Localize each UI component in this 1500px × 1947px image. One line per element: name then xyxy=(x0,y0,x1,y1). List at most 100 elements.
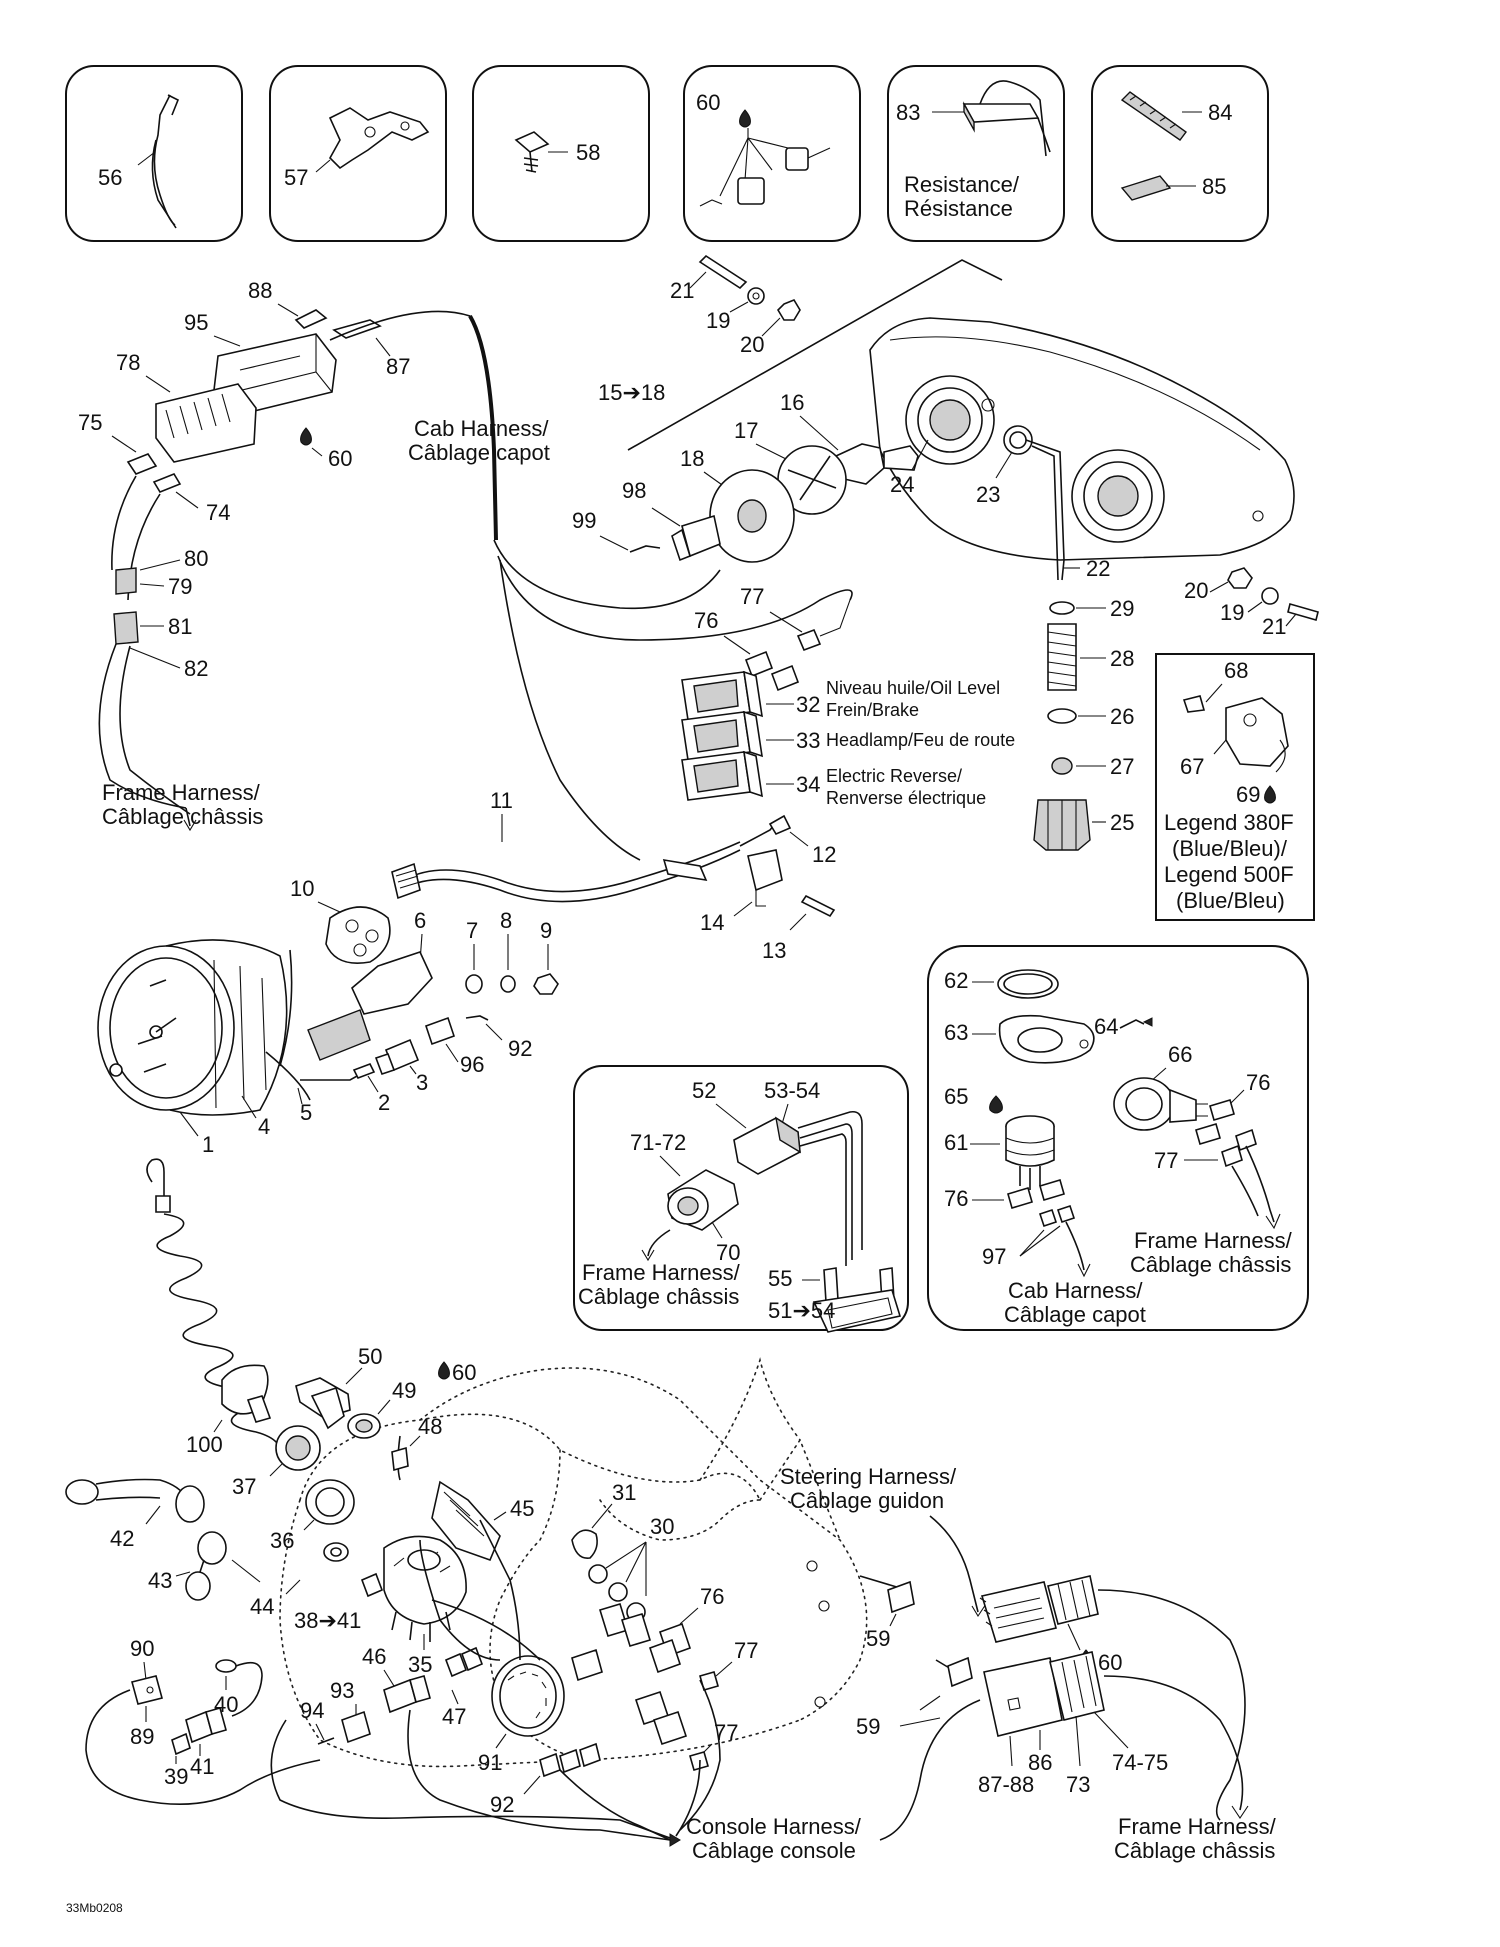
label-65: 65 xyxy=(944,1084,968,1109)
legend-line-4: (Blue/Bleu) xyxy=(1176,888,1285,913)
label-16: 16 xyxy=(780,390,804,415)
label-74: 74 xyxy=(206,500,230,525)
frame-harness-3-fr: Câblage châssis xyxy=(1130,1252,1291,1277)
label-26: 26 xyxy=(1110,704,1134,729)
frame-harness-1-en: Frame Harness/ xyxy=(102,780,261,805)
label-13: 13 xyxy=(762,938,786,963)
label-92-bottom: 92 xyxy=(490,1792,514,1817)
label-5: 5 xyxy=(300,1100,312,1125)
label-9: 9 xyxy=(540,918,552,943)
label-79: 79 xyxy=(168,574,192,599)
label-88: 88 xyxy=(248,278,272,303)
label-2: 2 xyxy=(378,1090,390,1115)
label-43: 43 xyxy=(148,1568,172,1593)
label-30: 30 xyxy=(650,1514,674,1539)
label-49: 49 xyxy=(392,1378,416,1403)
label-44: 44 xyxy=(250,1594,274,1619)
label-36: 36 xyxy=(270,1528,294,1553)
frame-harness-4-fr: Câblage châssis xyxy=(1114,1838,1275,1863)
label-76-right-b: 76 xyxy=(944,1186,968,1211)
box-hour-meter: 62 63 64 66 76 77 Frame Harness/ Câblage… xyxy=(927,945,1309,1331)
label-11: 11 xyxy=(490,788,513,813)
label-38-41: 38➔41 xyxy=(294,1608,361,1633)
label-21-top: 21 xyxy=(670,278,694,303)
label-68: 68 xyxy=(1224,658,1248,683)
cab-harness-2-fr: Câblage capot xyxy=(1004,1302,1146,1327)
label-51-54: 51➔54 xyxy=(768,1298,835,1323)
label-89: 89 xyxy=(130,1724,154,1749)
label-37: 37 xyxy=(232,1474,256,1499)
label-96: 96 xyxy=(460,1052,484,1077)
label-15-18: 15➔18 xyxy=(598,380,665,405)
top-box-60: 60 xyxy=(683,65,861,242)
label-14: 14 xyxy=(700,910,724,935)
label-25: 25 xyxy=(1110,810,1134,835)
label-76-right-a: 76 xyxy=(1246,1070,1270,1095)
label-47: 47 xyxy=(442,1704,466,1729)
label-19-top: 19 xyxy=(706,308,730,333)
label-35: 35 xyxy=(408,1652,432,1677)
label-92-gauge: 92 xyxy=(508,1036,532,1061)
label-34: 34 xyxy=(796,772,820,797)
frame-harness-3-en: Frame Harness/ xyxy=(1134,1228,1293,1253)
label-85: 85 xyxy=(1202,174,1226,199)
label-33: 33 xyxy=(796,728,820,753)
cab-harness-en: Cab Harness/ xyxy=(414,416,549,441)
label-94: 94 xyxy=(300,1698,324,1723)
top-box-58: 58 xyxy=(472,65,650,242)
cab-harness-2-en: Cab Harness/ xyxy=(1008,1278,1143,1303)
label-74-75: 74-75 xyxy=(1112,1750,1168,1775)
label-64: 64 xyxy=(1094,1014,1118,1039)
steering-harness-en: Steering Harness/ xyxy=(780,1464,957,1489)
label-95: 95 xyxy=(184,310,208,335)
label-77-right: 77 xyxy=(1154,1148,1178,1173)
resistance-text-fr: Résistance xyxy=(904,196,1013,221)
frame-harness-2-fr: Câblage châssis xyxy=(578,1284,739,1309)
label-23: 23 xyxy=(976,482,1000,507)
top-box-56: 56 xyxy=(65,65,243,242)
top-box-57: 57 xyxy=(269,65,447,242)
label-24: 24 xyxy=(890,472,914,497)
label-56: 56 xyxy=(98,165,122,190)
label-80: 80 xyxy=(184,546,208,571)
label-84: 84 xyxy=(1208,100,1232,125)
steering-harness-fr: Câblage guidon xyxy=(790,1488,944,1513)
label-90: 90 xyxy=(130,1636,154,1661)
top-box-83: 83 Resistance/ Résistance xyxy=(887,65,1065,242)
legend-box: 68 67 69 Legend 380F (Blue/Bleu)/ Legend… xyxy=(1155,653,1315,921)
console-harness-fr: Câblage console xyxy=(692,1838,856,1863)
label-58: 58 xyxy=(576,140,600,165)
label-53-54: 53-54 xyxy=(764,1078,820,1103)
label-22: 22 xyxy=(1086,556,1110,581)
label-32: 32 xyxy=(796,692,820,717)
box-regulator: 52 53-54 71-72 70 Frame Harness/ Câblage… xyxy=(573,1065,909,1333)
figure-code: 33Mb0208 xyxy=(66,1901,123,1915)
label-20-right: 20 xyxy=(1184,578,1208,603)
harness-top-left: 88 95 87 78 60 75 74 80 79 81 82 xyxy=(78,278,853,861)
resistance-text-en: Resistance/ xyxy=(904,172,1020,197)
label-82: 82 xyxy=(184,656,208,681)
legend-line-2: (Blue/Bleu)/ xyxy=(1172,836,1288,861)
label-75: 75 xyxy=(78,410,102,435)
label-31: 31 xyxy=(612,1480,636,1505)
label-67: 67 xyxy=(1180,754,1204,779)
label-97: 97 xyxy=(982,1244,1006,1269)
legend-line-1: Legend 380F xyxy=(1164,810,1294,835)
label-29: 29 xyxy=(1110,596,1134,621)
label-60-top: 60 xyxy=(696,90,720,115)
frame-harness-1-fr: Câblage châssis xyxy=(102,804,263,829)
label-76-switch: 76 xyxy=(694,608,718,633)
label-45: 45 xyxy=(510,1496,534,1521)
label-28: 28 xyxy=(1110,646,1134,671)
switch-32-text-b: Frein/Brake xyxy=(826,700,919,720)
label-77-switch: 77 xyxy=(740,584,764,609)
label-3: 3 xyxy=(416,1070,428,1095)
switch-33-text: Headlamp/Feu de route xyxy=(826,730,1015,750)
label-55: 55 xyxy=(768,1266,792,1291)
label-4: 4 xyxy=(258,1114,270,1139)
label-1: 1 xyxy=(202,1132,214,1157)
switch-34-text-b: Renverse électrique xyxy=(826,788,986,808)
cab-harness-fr: Câblage capot xyxy=(408,440,550,465)
label-98: 98 xyxy=(622,478,646,503)
label-20-top: 20 xyxy=(740,332,764,357)
